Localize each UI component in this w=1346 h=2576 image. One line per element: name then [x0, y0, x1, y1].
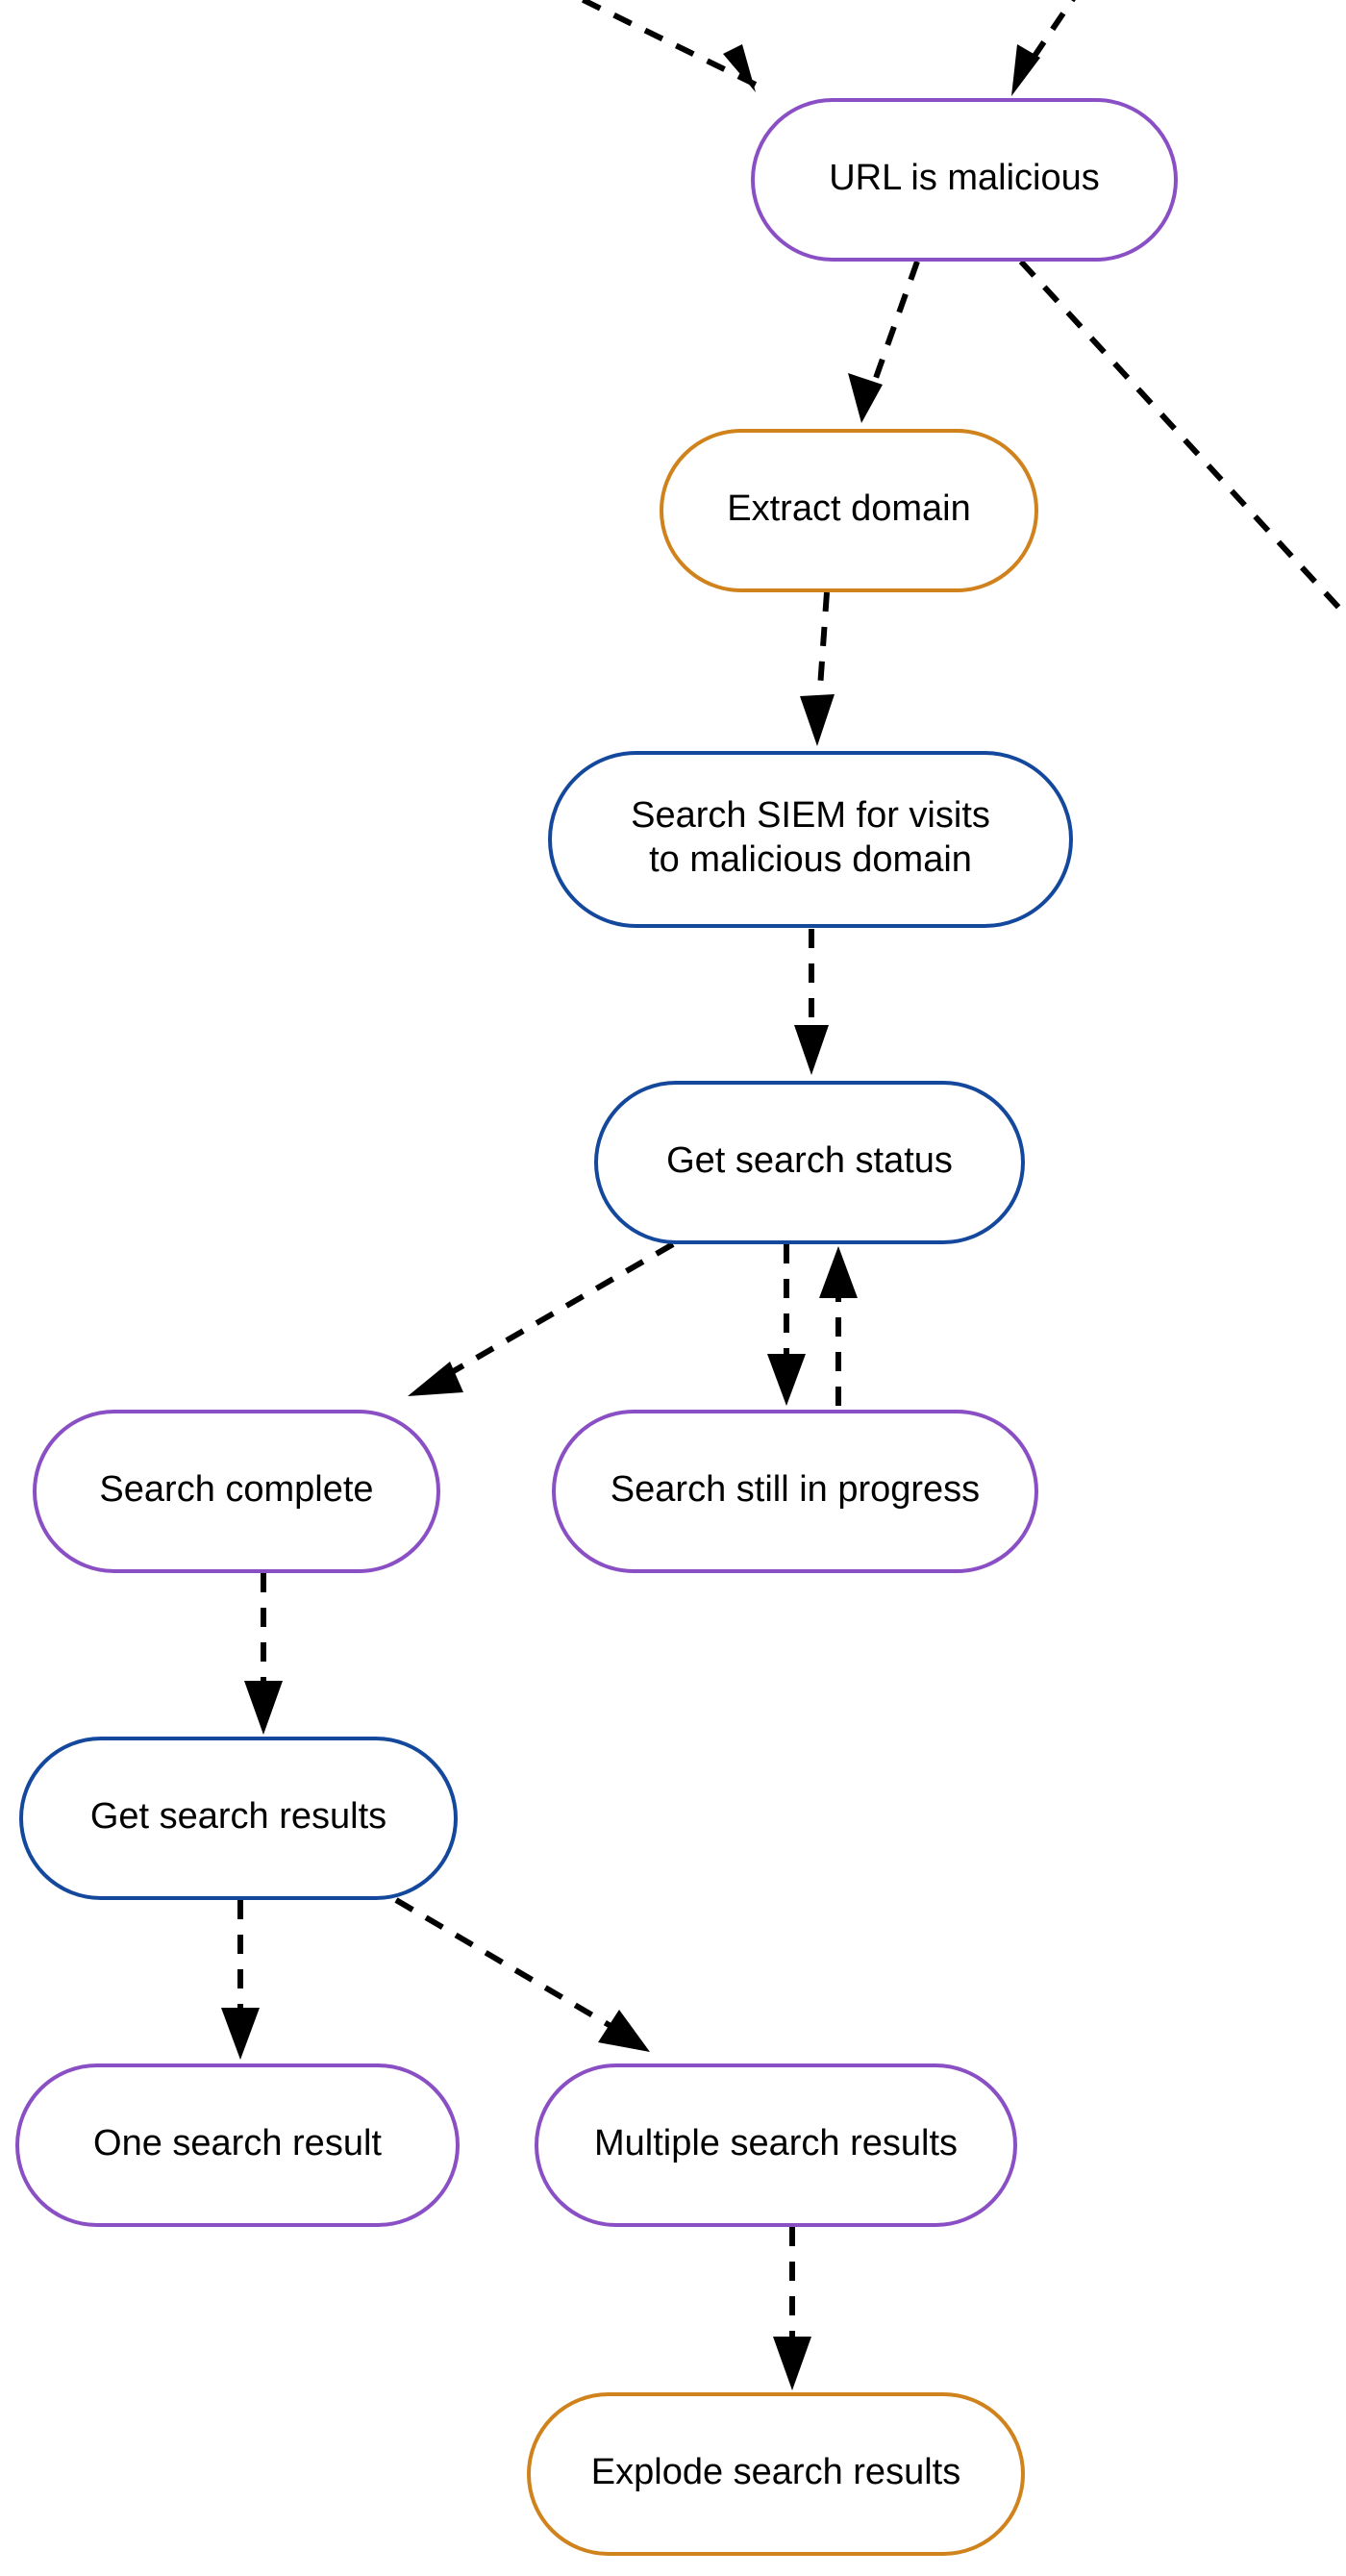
arrowhead-icon [767, 1354, 806, 1406]
edge-incoming-left-to-url-is-malicious [576, 0, 758, 92]
node-outline [594, 1081, 1025, 1244]
node-label-line: URL is malicious [829, 158, 1100, 198]
node-label-line: Explode search results [591, 2452, 960, 2492]
edge-incoming-right-to-url-is-malicious [1011, 0, 1076, 96]
node-label: Explode search results [591, 2452, 960, 2492]
node-get-search-results[interactable]: Get search results [19, 1737, 458, 1900]
node-outline [19, 1737, 458, 1900]
arrowhead-icon [408, 1362, 463, 1396]
node-label-line: Search complete [99, 1469, 373, 1510]
arrowhead-icon [1011, 44, 1040, 96]
node-label-line: Get search results [90, 1796, 386, 1837]
edge-url-is-malicious-to-extract-domain [848, 260, 920, 423]
arrowhead-icon [598, 2010, 650, 2052]
node-extract-domain[interactable]: Extract domain [660, 429, 1038, 592]
node-outline [751, 98, 1178, 262]
node-outline [552, 1410, 1038, 1573]
node-label-line: One search result [93, 2123, 382, 2163]
node-url-is-malicious[interactable]: URL is malicious [751, 98, 1178, 262]
node-outline [660, 429, 1038, 592]
node-label-line: Search still in progress [611, 1469, 980, 1510]
node-label-line: to malicious domain [649, 839, 972, 880]
node-multiple-search-results[interactable]: Multiple search results [535, 2063, 1017, 2227]
edge-get-search-results-to-multiple-search-results [394, 1897, 650, 2052]
node-outline [548, 751, 1073, 928]
node-outline [535, 2063, 1017, 2227]
node-label-line: Multiple search results [594, 2123, 958, 2163]
arrowhead-icon [800, 694, 835, 746]
edge-line [576, 0, 758, 88]
node-search-still-in-progress[interactable]: Search still in progress [552, 1410, 1038, 1573]
arrowhead-icon [221, 2008, 260, 2060]
node-label-line: Search SIEM for visits [631, 795, 990, 836]
node-label: Multiple search results [594, 2123, 958, 2163]
node-outline [33, 1410, 440, 1573]
node-label-line: Extract domain [727, 488, 970, 529]
node-search-complete[interactable]: Search complete [33, 1410, 440, 1573]
edge-line [394, 1897, 631, 2039]
node-outline [527, 2392, 1025, 2556]
node-get-search-status[interactable]: Get search status [594, 1081, 1025, 1244]
edge-get-search-status-to-search-still-in-progress [767, 1244, 806, 1406]
arrowhead-icon [244, 1681, 283, 1735]
edge-extract-domain-to-search-siem [800, 591, 835, 746]
node-label: Get search results [90, 1796, 386, 1837]
node-label: One search result [93, 2123, 382, 2163]
edge-search-siem-to-get-search-status [794, 929, 829, 1075]
node-label: Search still in progress [611, 1469, 980, 1510]
edge-line [425, 1241, 675, 1389]
edge-line [862, 260, 920, 410]
arrowhead-icon [794, 1025, 829, 1075]
node-one-search-result[interactable]: One search result [15, 2063, 460, 2227]
node-label: Search complete [99, 1469, 373, 1510]
arrowhead-icon [723, 44, 756, 92]
node-explode-search-results[interactable]: Explode search results [527, 2392, 1025, 2556]
node-label: URL is malicious [829, 158, 1100, 198]
edge-search-complete-to-get-search-results [244, 1573, 283, 1735]
node-label: Extract domain [727, 488, 970, 529]
arrowhead-icon [848, 373, 883, 423]
node-outline [15, 2063, 460, 2227]
edge-line [1018, 259, 1346, 618]
edge-url-is-malicious-to-offscreen-right [1018, 259, 1346, 618]
node-label: Get search status [666, 1140, 953, 1181]
arrowhead-icon [773, 2337, 811, 2390]
edge-multiple-search-results-to-explode-search-results [773, 2227, 811, 2390]
edge-get-search-status-to-search-complete [408, 1241, 675, 1396]
node-label-line: Get search status [666, 1140, 953, 1181]
arrowhead-icon [819, 1246, 858, 1298]
edge-search-still-in-progress-to-get-search-status [819, 1246, 858, 1406]
edge-get-search-results-to-one-search-result [221, 1900, 260, 2060]
edges-layer [221, 0, 1346, 2390]
